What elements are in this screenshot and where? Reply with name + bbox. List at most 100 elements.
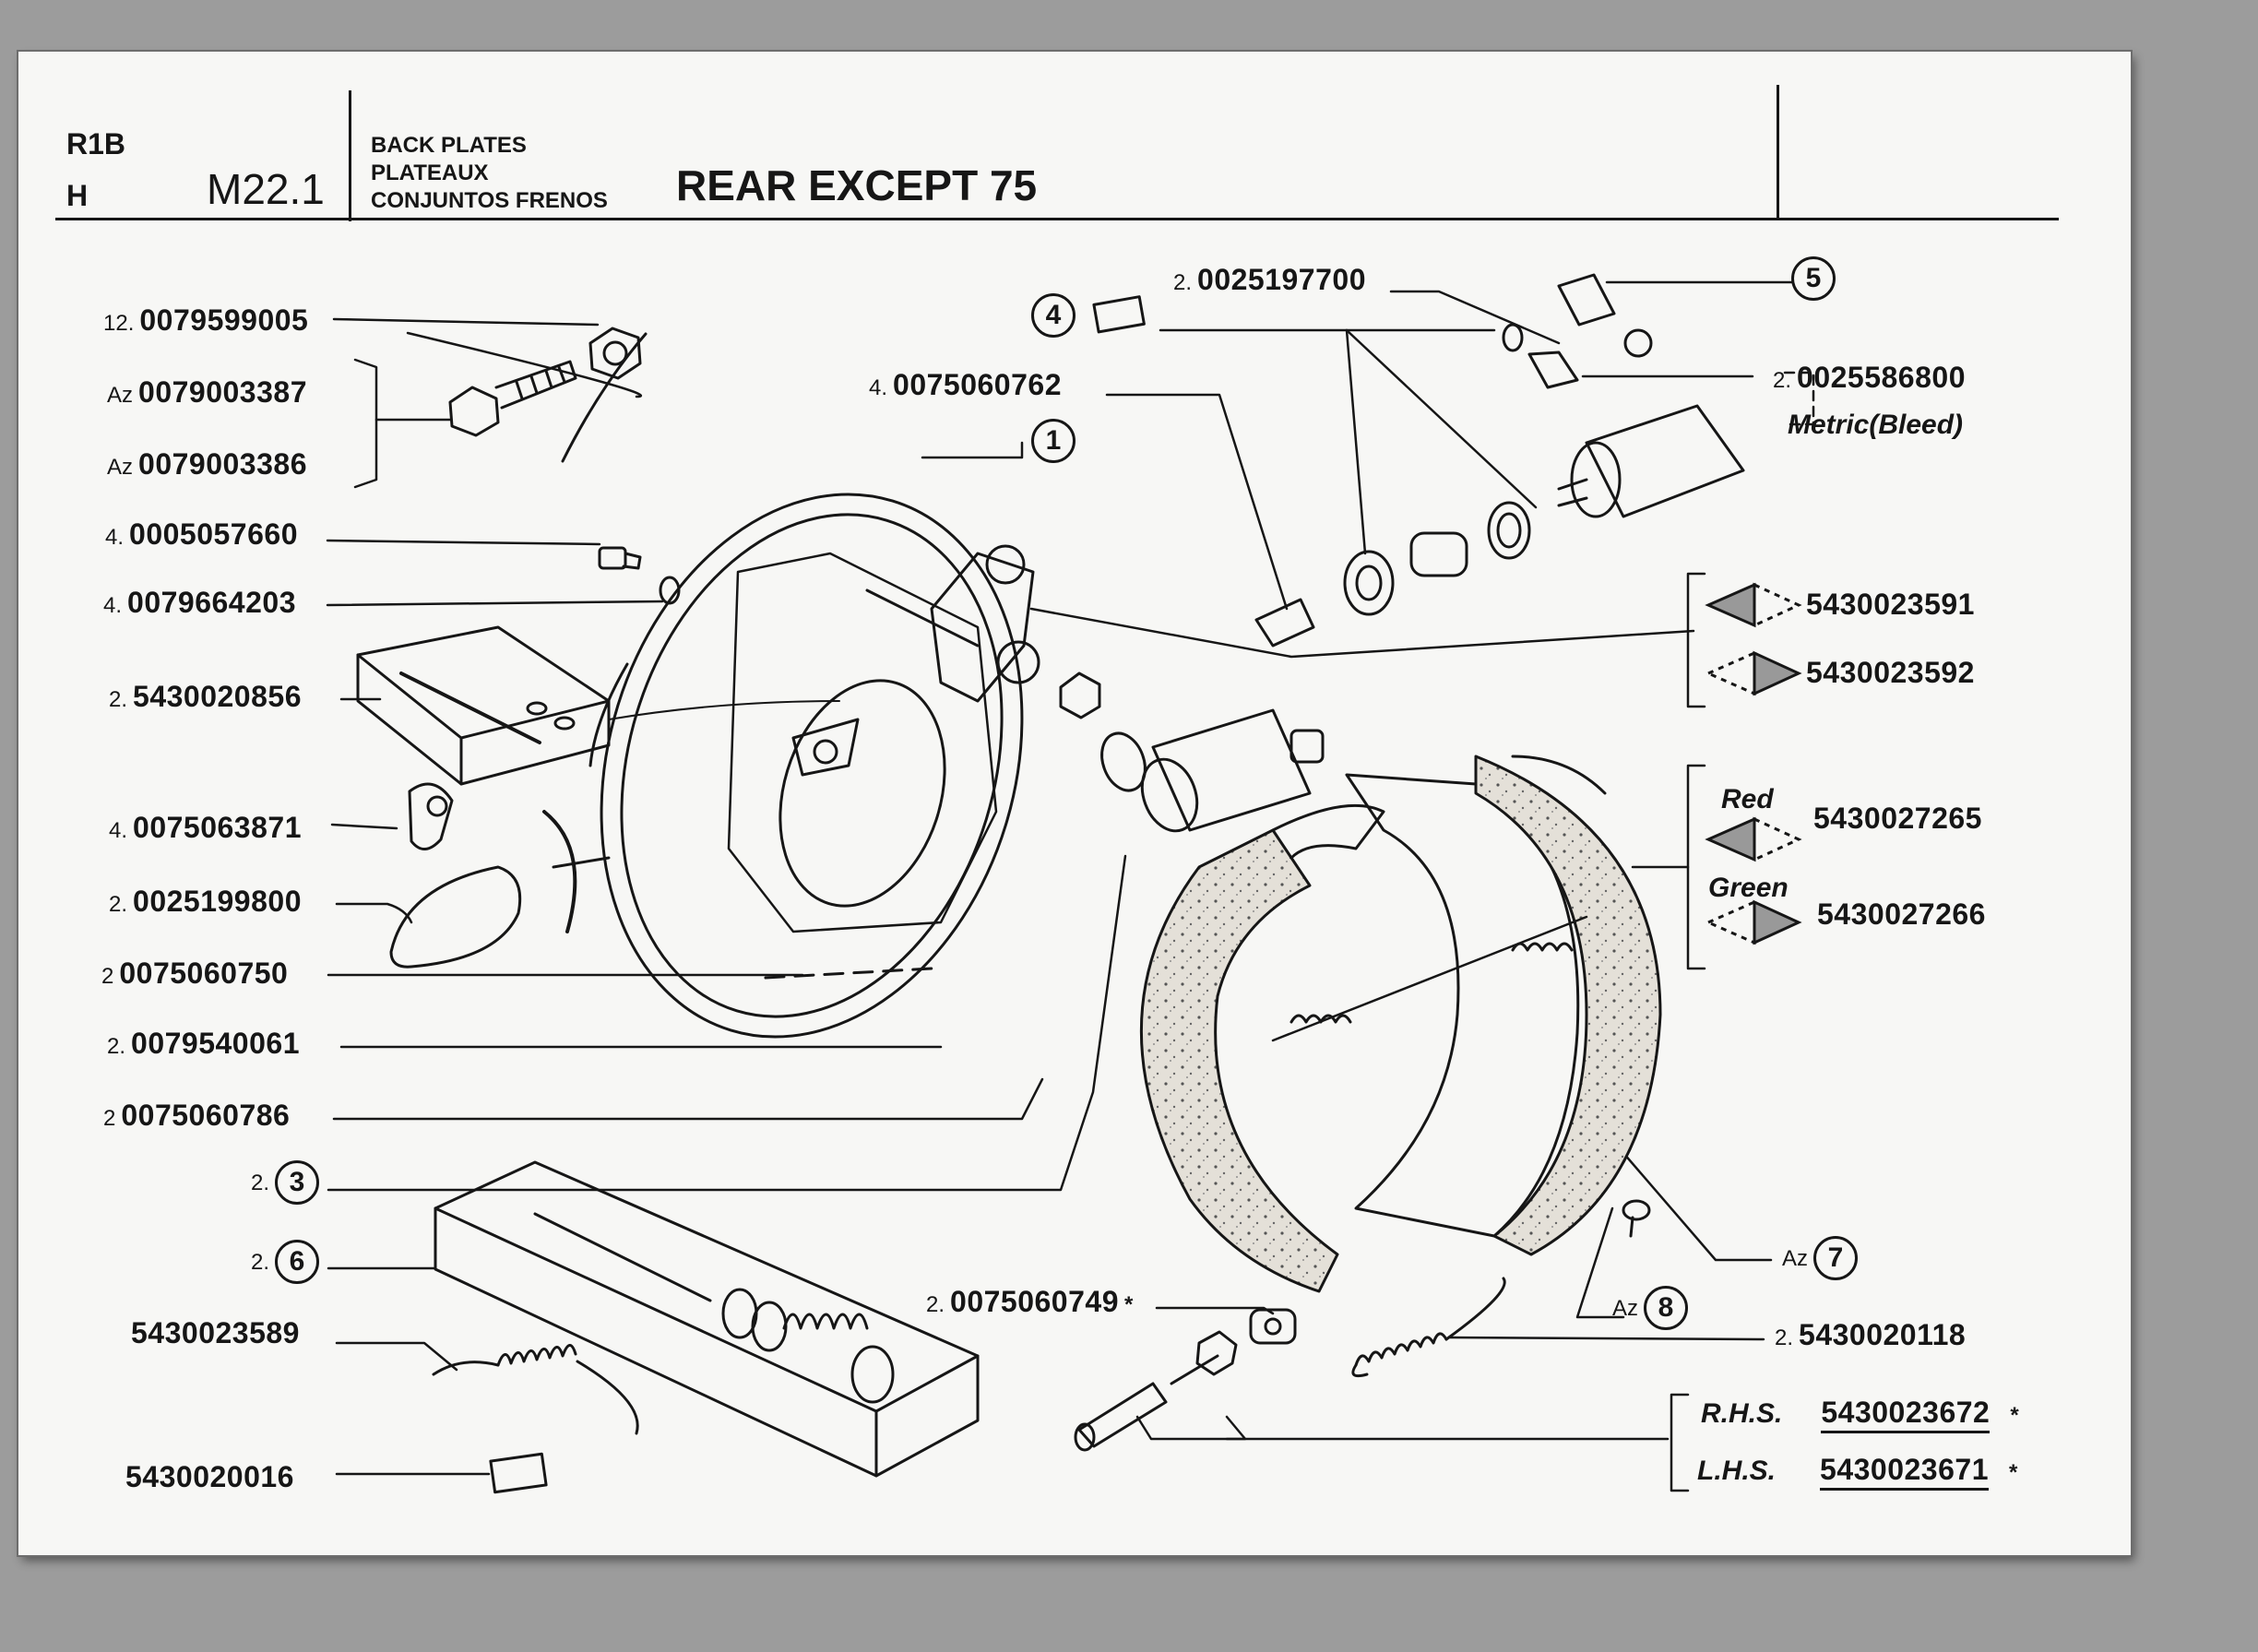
dust-cap	[1092, 295, 1146, 334]
callout-part: 0005057660	[129, 517, 298, 551]
ref-circle-1: 1	[1031, 419, 1076, 463]
callout-qty: Az	[1612, 1295, 1639, 1321]
side-label: R.H.S.	[1701, 1398, 1783, 1429]
callout-0075060762: 4.0075060762	[869, 369, 1062, 404]
callout-5430027265: 5430027265	[1813, 802, 1982, 836]
model-sub: H	[66, 179, 89, 212]
ref-circle-6: 6	[275, 1240, 320, 1284]
callout-0079664203: 4.0079664203	[103, 587, 296, 622]
callout-qty: 2.	[109, 892, 128, 917]
callout-part: 5430023589	[131, 1316, 300, 1349]
callout-part: 5430020856	[133, 680, 302, 713]
callout-part: 0025199800	[133, 885, 302, 918]
callout-ref-6: 2.6	[251, 1240, 320, 1284]
callout-lhs: L.H.S. 5430023671 *	[1697, 1453, 2018, 1491]
callout-qty: 4.	[105, 525, 125, 550]
callout-qty: 2.	[109, 687, 128, 712]
callout-0079540061: 2.0079540061	[107, 1028, 300, 1063]
callout-0025586800: 2.0025586800	[1773, 362, 1966, 397]
group-name-fr: PLATEAUX	[371, 160, 489, 185]
callout-qty: 2.	[251, 1249, 270, 1275]
bleed-nipple	[1502, 273, 1653, 389]
small-screw	[1622, 1199, 1651, 1238]
callout-part: 5430023591	[1806, 588, 1975, 621]
hold-down-clip	[408, 782, 454, 850]
callout-part: 0075060750	[119, 957, 289, 990]
page-title: REAR EXCEPT 75	[676, 161, 1038, 209]
small-bolt-part	[598, 546, 681, 605]
kit-box-bottom	[434, 1160, 980, 1478]
brake-shoe-right	[1345, 755, 1662, 1256]
callout-part: 5430023672	[1821, 1396, 1991, 1433]
callout-5430020118: 2.5430020118	[1775, 1319, 1966, 1354]
callout-ref-1: 1	[1031, 419, 1076, 463]
header-rule	[55, 218, 2059, 220]
left-leader-lines	[326, 317, 1127, 1476]
callout-star: *	[1123, 1292, 1134, 1317]
callout-5430023589: 5430023589	[131, 1317, 300, 1350]
callout-ref-5: 5	[1791, 256, 1836, 301]
callout-ref-3: 2.3	[251, 1160, 320, 1205]
callout-0025197700: 2.0025197700	[1173, 264, 1366, 299]
color-green-label: Green	[1708, 873, 1789, 903]
callout-part: 0025197700	[1197, 263, 1366, 296]
callout-qty: 2.	[1773, 368, 1792, 393]
callout-part: 0075060786	[121, 1099, 291, 1132]
group-name-en: BACK PLATES	[371, 133, 527, 158]
catalog-sheet	[18, 52, 2131, 1555]
group-name-es: CONJUNTOS FRENOS	[371, 188, 608, 213]
callout-part: 0079540061	[131, 1027, 300, 1060]
cylinder-arrow-icons	[1705, 582, 1802, 945]
bleed-note: Metric(Bleed)	[1788, 410, 1964, 440]
callout-qty: 2.	[926, 1292, 945, 1317]
rubber-plug	[389, 865, 522, 969]
callout-5430020856: 2.5430020856	[109, 681, 302, 716]
callout-qty: Az	[1782, 1245, 1809, 1271]
header-divider-2	[1777, 85, 1779, 220]
adjuster	[1074, 1308, 1297, 1452]
callout-qty: 4.	[869, 375, 888, 400]
callout-part: 5430023671	[1820, 1453, 1989, 1491]
callout-0075060749: 2.0075060749*	[926, 1286, 1133, 1321]
callout-5430023592: 5430023592	[1806, 657, 1975, 690]
callout-star: *	[2008, 1460, 2018, 1485]
side-label: L.H.S.	[1697, 1456, 1777, 1486]
brake-shoe-left	[1139, 803, 1385, 1293]
callout-0075063871: 4.0075063871	[109, 812, 302, 847]
callout-part: 5430027265	[1813, 802, 1982, 835]
callout-qty: 12.	[103, 311, 135, 336]
wheel-cylinder-center	[996, 640, 1325, 833]
model-code: R1B	[66, 127, 126, 160]
callout-ref-4: 4	[1031, 293, 1076, 338]
callout-0025199800: 2.0025199800	[109, 885, 302, 921]
callout-part: 0079003387	[138, 375, 307, 409]
ref-circle-8: 8	[1644, 1286, 1689, 1330]
callout-qty: 2.	[1173, 270, 1193, 295]
callout-qty: 2.	[107, 1034, 126, 1059]
ref-circle-5: 5	[1791, 256, 1836, 301]
ref-circle-7: 7	[1813, 1236, 1859, 1280]
spring-lower	[1351, 1277, 1506, 1378]
callout-part: 0079003386	[138, 447, 307, 481]
section-code: M22.1	[207, 165, 325, 213]
ref-circle-3: 3	[275, 1160, 320, 1205]
callout-part: 0079664203	[127, 586, 296, 619]
spring-clip-arc	[542, 810, 577, 933]
callout-0079599005: 12.0079599005	[103, 304, 308, 339]
kit-box-top	[356, 625, 611, 786]
callout-5430023591: 5430023591	[1806, 588, 1975, 622]
small-block	[489, 1452, 548, 1494]
callout-part: 0075060762	[893, 368, 1062, 401]
callout-5430027266: 5430027266	[1817, 898, 1986, 932]
brake-pipe	[561, 332, 648, 463]
bolt-part	[448, 360, 577, 437]
return-spring	[1271, 915, 1588, 1042]
callout-part: 5430027266	[1817, 897, 1986, 931]
callout-qty: 4.	[103, 593, 123, 618]
